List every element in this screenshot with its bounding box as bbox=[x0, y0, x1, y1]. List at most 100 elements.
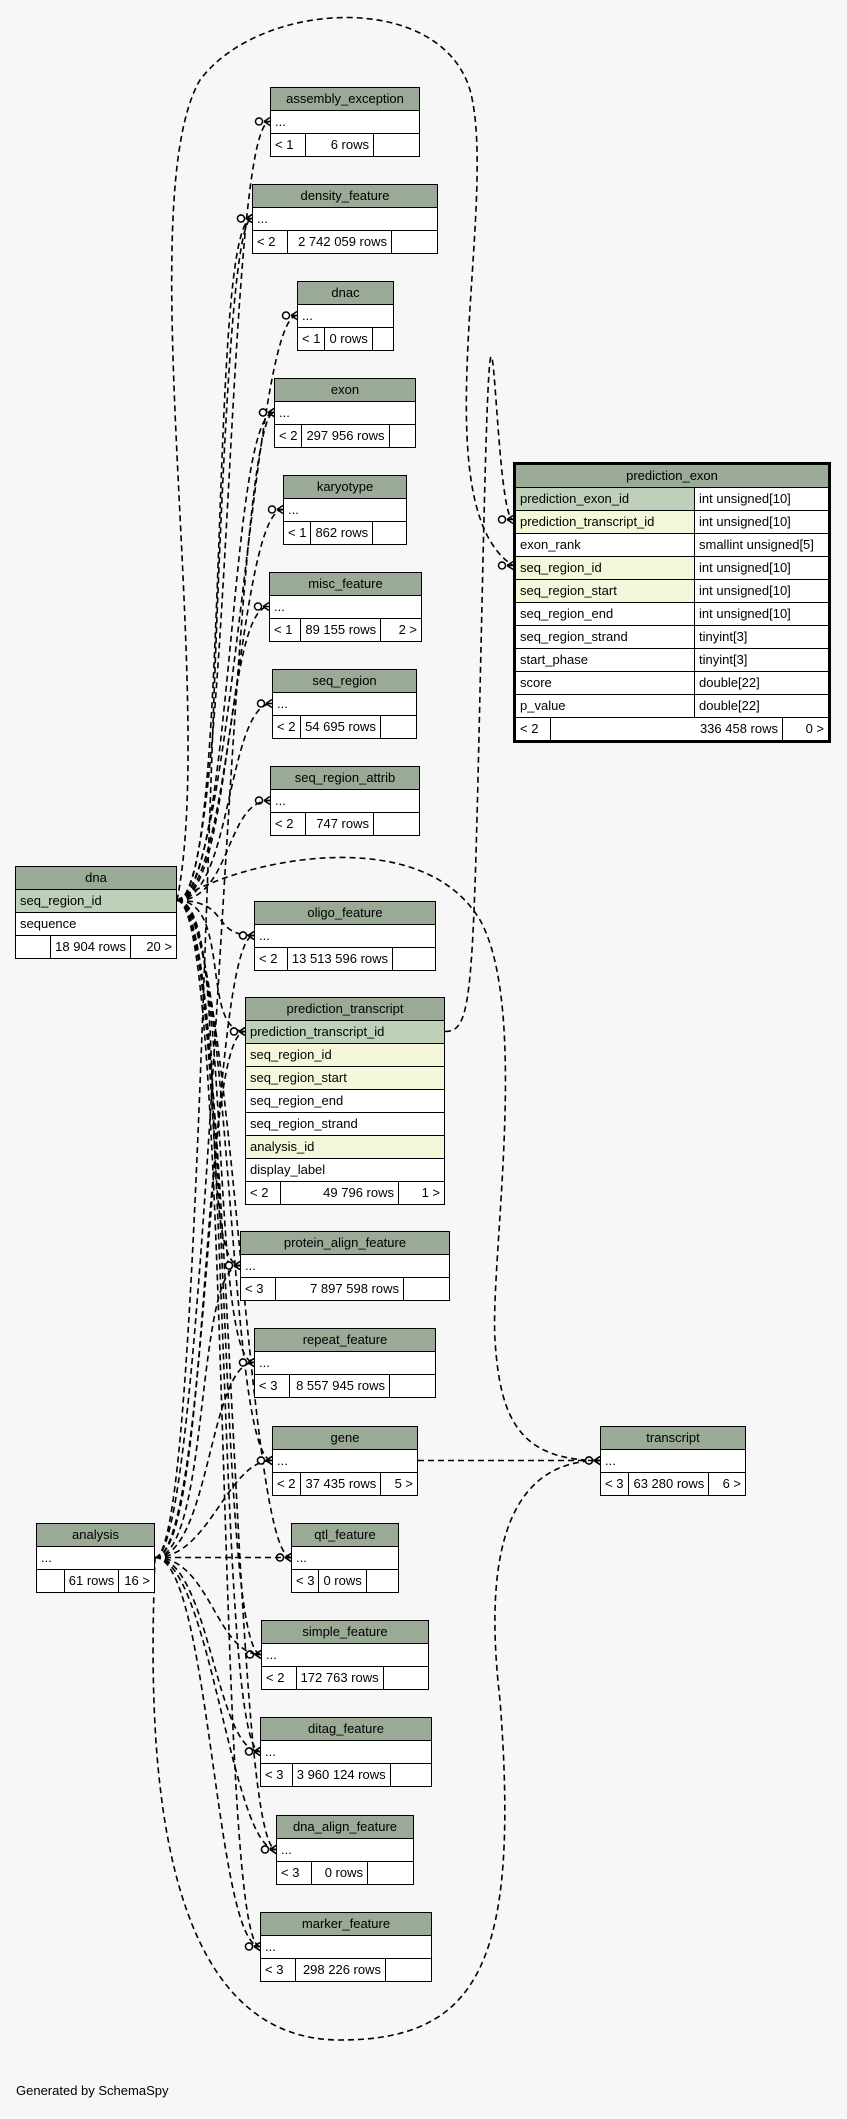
column-row[interactable]: ... bbox=[261, 1741, 431, 1764]
table-title[interactable]: simple_feature bbox=[262, 1621, 428, 1644]
child-count[interactable]: 16 > bbox=[118, 1570, 154, 1592]
table-title[interactable]: karyotype bbox=[284, 476, 406, 499]
child-count[interactable] bbox=[382, 1667, 428, 1689]
row-count[interactable]: 172 763 rows bbox=[295, 1667, 383, 1689]
row-count[interactable]: 862 rows bbox=[310, 522, 372, 544]
table-title[interactable]: prediction_transcript bbox=[246, 998, 444, 1021]
column-row[interactable]: ... bbox=[262, 1644, 428, 1667]
parent-count[interactable]: < 2 bbox=[275, 816, 294, 831]
table-title[interactable]: seq_region bbox=[273, 670, 416, 693]
row-count[interactable]: 7 897 598 rows bbox=[275, 1278, 403, 1300]
parent-count[interactable] bbox=[16, 936, 50, 958]
child-count[interactable]: 1 > bbox=[398, 1182, 444, 1204]
column-row[interactable]: ... bbox=[253, 208, 437, 231]
parent-count[interactable]: < 2 bbox=[277, 1476, 296, 1491]
column-row[interactable]: ... bbox=[601, 1450, 745, 1473]
row-count[interactable]: 89 155 rows bbox=[300, 619, 380, 641]
child-count[interactable] bbox=[391, 231, 437, 253]
foreign-key-row[interactable]: seq_region_id bbox=[246, 1044, 444, 1067]
column-row[interactable]: ... bbox=[241, 1255, 449, 1278]
row-count[interactable]: 2 742 059 rows bbox=[287, 231, 391, 253]
column-row[interactable]: display_label bbox=[246, 1159, 444, 1182]
column-row[interactable]: ... bbox=[271, 790, 419, 813]
column-row[interactable]: ... bbox=[271, 111, 419, 134]
child-count[interactable]: 0 > bbox=[782, 718, 828, 740]
table-title[interactable]: repeat_feature bbox=[255, 1329, 435, 1352]
row-count[interactable]: 8 557 945 rows bbox=[289, 1375, 389, 1397]
row-count[interactable]: 298 226 rows bbox=[295, 1959, 385, 1981]
primary-key-row[interactable]: prediction_transcript_id bbox=[246, 1021, 444, 1044]
child-count[interactable] bbox=[367, 1862, 413, 1884]
parent-count[interactable]: < 3 bbox=[281, 1865, 300, 1880]
child-count[interactable]: 6 > bbox=[708, 1473, 745, 1495]
foreign-key-row[interactable]: seq_region_start bbox=[246, 1067, 444, 1090]
table-title[interactable]: assembly_exception bbox=[271, 88, 419, 111]
child-count[interactable] bbox=[373, 813, 419, 835]
row-count[interactable]: 49 796 rows bbox=[280, 1182, 398, 1204]
row-count[interactable]: 0 rows bbox=[311, 1862, 367, 1884]
child-count[interactable] bbox=[389, 1375, 435, 1397]
table-title[interactable]: density_feature bbox=[253, 185, 437, 208]
table-title[interactable]: ditag_feature bbox=[261, 1718, 431, 1741]
child-count[interactable] bbox=[372, 522, 406, 544]
row-count[interactable]: 13 513 596 rows bbox=[286, 948, 392, 970]
column-row[interactable]: ... bbox=[277, 1839, 413, 1862]
parent-count[interactable]: < 2 bbox=[266, 1670, 285, 1685]
column-row[interactable]: ... bbox=[255, 1352, 435, 1375]
column-row[interactable]: ... bbox=[284, 499, 406, 522]
child-count[interactable] bbox=[373, 134, 419, 156]
row-count[interactable]: 37 435 rows bbox=[300, 1473, 380, 1495]
parent-count[interactable]: < 1 bbox=[275, 137, 294, 152]
table-title[interactable]: marker_feature bbox=[261, 1913, 431, 1936]
table-title[interactable]: exon bbox=[275, 379, 415, 402]
child-count[interactable]: 20 > bbox=[130, 936, 176, 958]
parent-count[interactable]: < 2 bbox=[520, 721, 539, 736]
parent-count[interactable]: < 3 bbox=[245, 1281, 264, 1296]
parent-count[interactable] bbox=[37, 1570, 64, 1592]
row-count[interactable]: 61 rows bbox=[63, 1570, 119, 1592]
column-row[interactable]: ... bbox=[270, 596, 421, 619]
row-count[interactable]: 297 956 rows bbox=[301, 425, 388, 447]
parent-count[interactable]: < 2 bbox=[257, 234, 276, 249]
table-title[interactable]: oligo_feature bbox=[255, 902, 435, 925]
child-count[interactable] bbox=[371, 328, 393, 350]
parent-count[interactable]: < 3 bbox=[265, 1767, 284, 1782]
row-count[interactable]: 54 695 rows bbox=[300, 716, 380, 738]
child-count[interactable]: 2 > bbox=[380, 619, 421, 641]
table-title[interactable]: dna bbox=[16, 867, 176, 890]
column-row[interactable]: ... bbox=[37, 1547, 154, 1570]
column-row[interactable]: ... bbox=[273, 693, 416, 716]
table-title[interactable]: seq_region_attrib bbox=[271, 767, 419, 790]
parent-count[interactable]: < 2 bbox=[250, 1185, 269, 1200]
parent-count[interactable]: < 1 bbox=[302, 331, 321, 346]
row-count[interactable]: 63 280 rows bbox=[628, 1473, 708, 1495]
table-title[interactable]: qtl_feature bbox=[292, 1524, 398, 1547]
table-title[interactable]: analysis bbox=[37, 1524, 154, 1547]
child-count[interactable] bbox=[389, 1764, 431, 1786]
parent-count[interactable]: < 2 bbox=[279, 428, 298, 443]
row-count[interactable]: 3 960 124 rows bbox=[291, 1764, 390, 1786]
parent-count[interactable]: < 3 bbox=[605, 1476, 624, 1491]
parent-count[interactable]: < 2 bbox=[259, 951, 278, 966]
